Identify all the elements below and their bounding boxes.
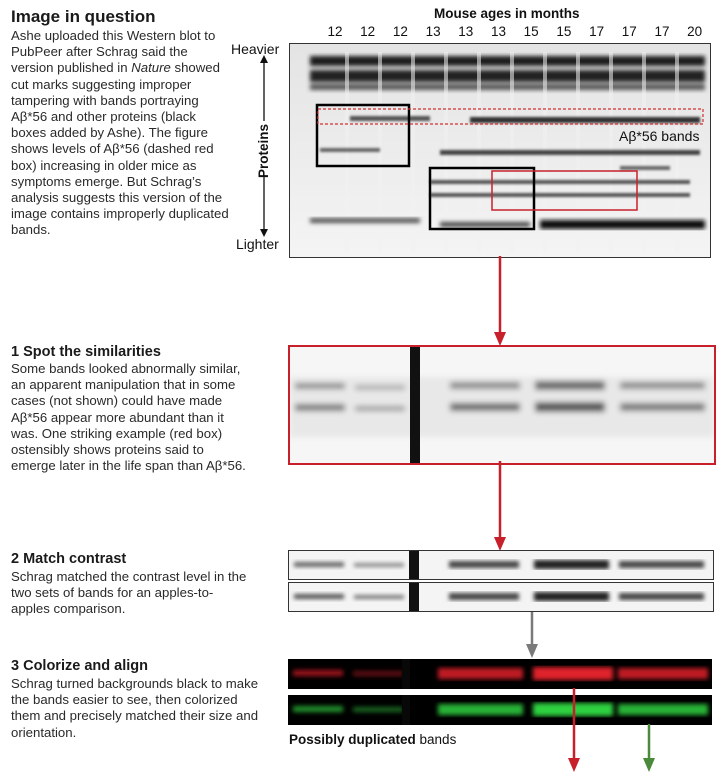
age-label: 15 xyxy=(523,24,539,39)
zoomed-blot-bands xyxy=(290,347,714,463)
arrow-down-red-1 xyxy=(494,256,506,346)
abeta-bands-label: Aβ*56 bands xyxy=(619,128,700,144)
step3-title: 3 Colorize and align xyxy=(11,658,148,674)
age-label: 13 xyxy=(458,24,474,39)
arrow-down-green xyxy=(643,724,655,772)
intro-body: Ashe uploaded this Western blot to PubPe… xyxy=(11,28,229,238)
age-label: 12 xyxy=(360,24,376,39)
step2-title: 2 Match contrast xyxy=(11,551,127,567)
age-label: 17 xyxy=(589,24,605,39)
age-label: 13 xyxy=(425,24,441,39)
zoomed-blot xyxy=(288,345,716,465)
proteins-label: Proteins xyxy=(256,123,271,178)
green-colorized-bands xyxy=(293,695,708,725)
red-colorized-bands xyxy=(293,659,708,689)
age-label: 12 xyxy=(327,24,343,39)
age-label: 15 xyxy=(556,24,572,39)
heavier-label: Heavier xyxy=(231,41,280,57)
size-axis-arrow xyxy=(260,55,268,237)
lighter-label: Lighter xyxy=(236,236,279,252)
main-blot-bands xyxy=(290,44,710,257)
intro-title: Image in question xyxy=(11,7,156,26)
contrast-strip-top-bands xyxy=(294,551,704,579)
age-label: 17 xyxy=(654,24,670,39)
age-label: 12 xyxy=(392,24,408,39)
contrast-strip-bottom-bands xyxy=(294,583,704,611)
age-label: 20 xyxy=(687,24,703,39)
step1-body: Some bands looked abnormally similar, an… xyxy=(11,361,246,474)
contrast-strip-bottom xyxy=(288,582,714,612)
green-colorized-strip xyxy=(288,695,712,725)
arrow-down-gray xyxy=(526,612,538,658)
age-label: 13 xyxy=(490,24,507,39)
red-colorized-strip xyxy=(288,659,712,689)
step3-body: Schrag turned backgrounds black to make … xyxy=(11,676,259,740)
arrow-down-red-3 xyxy=(568,688,580,772)
step1-title: 1 Spot the similarities xyxy=(11,344,161,360)
duplicated-caption: Possibly duplicated bands xyxy=(289,732,457,747)
blot-header: Mouse ages in months xyxy=(434,6,580,21)
step2-body: Schrag matched the contrast level in the… xyxy=(11,569,247,617)
arrow-down-red-2 xyxy=(494,461,506,551)
age-label: 17 xyxy=(621,24,637,39)
main-blot xyxy=(289,43,711,258)
contrast-strip-top xyxy=(288,550,714,580)
